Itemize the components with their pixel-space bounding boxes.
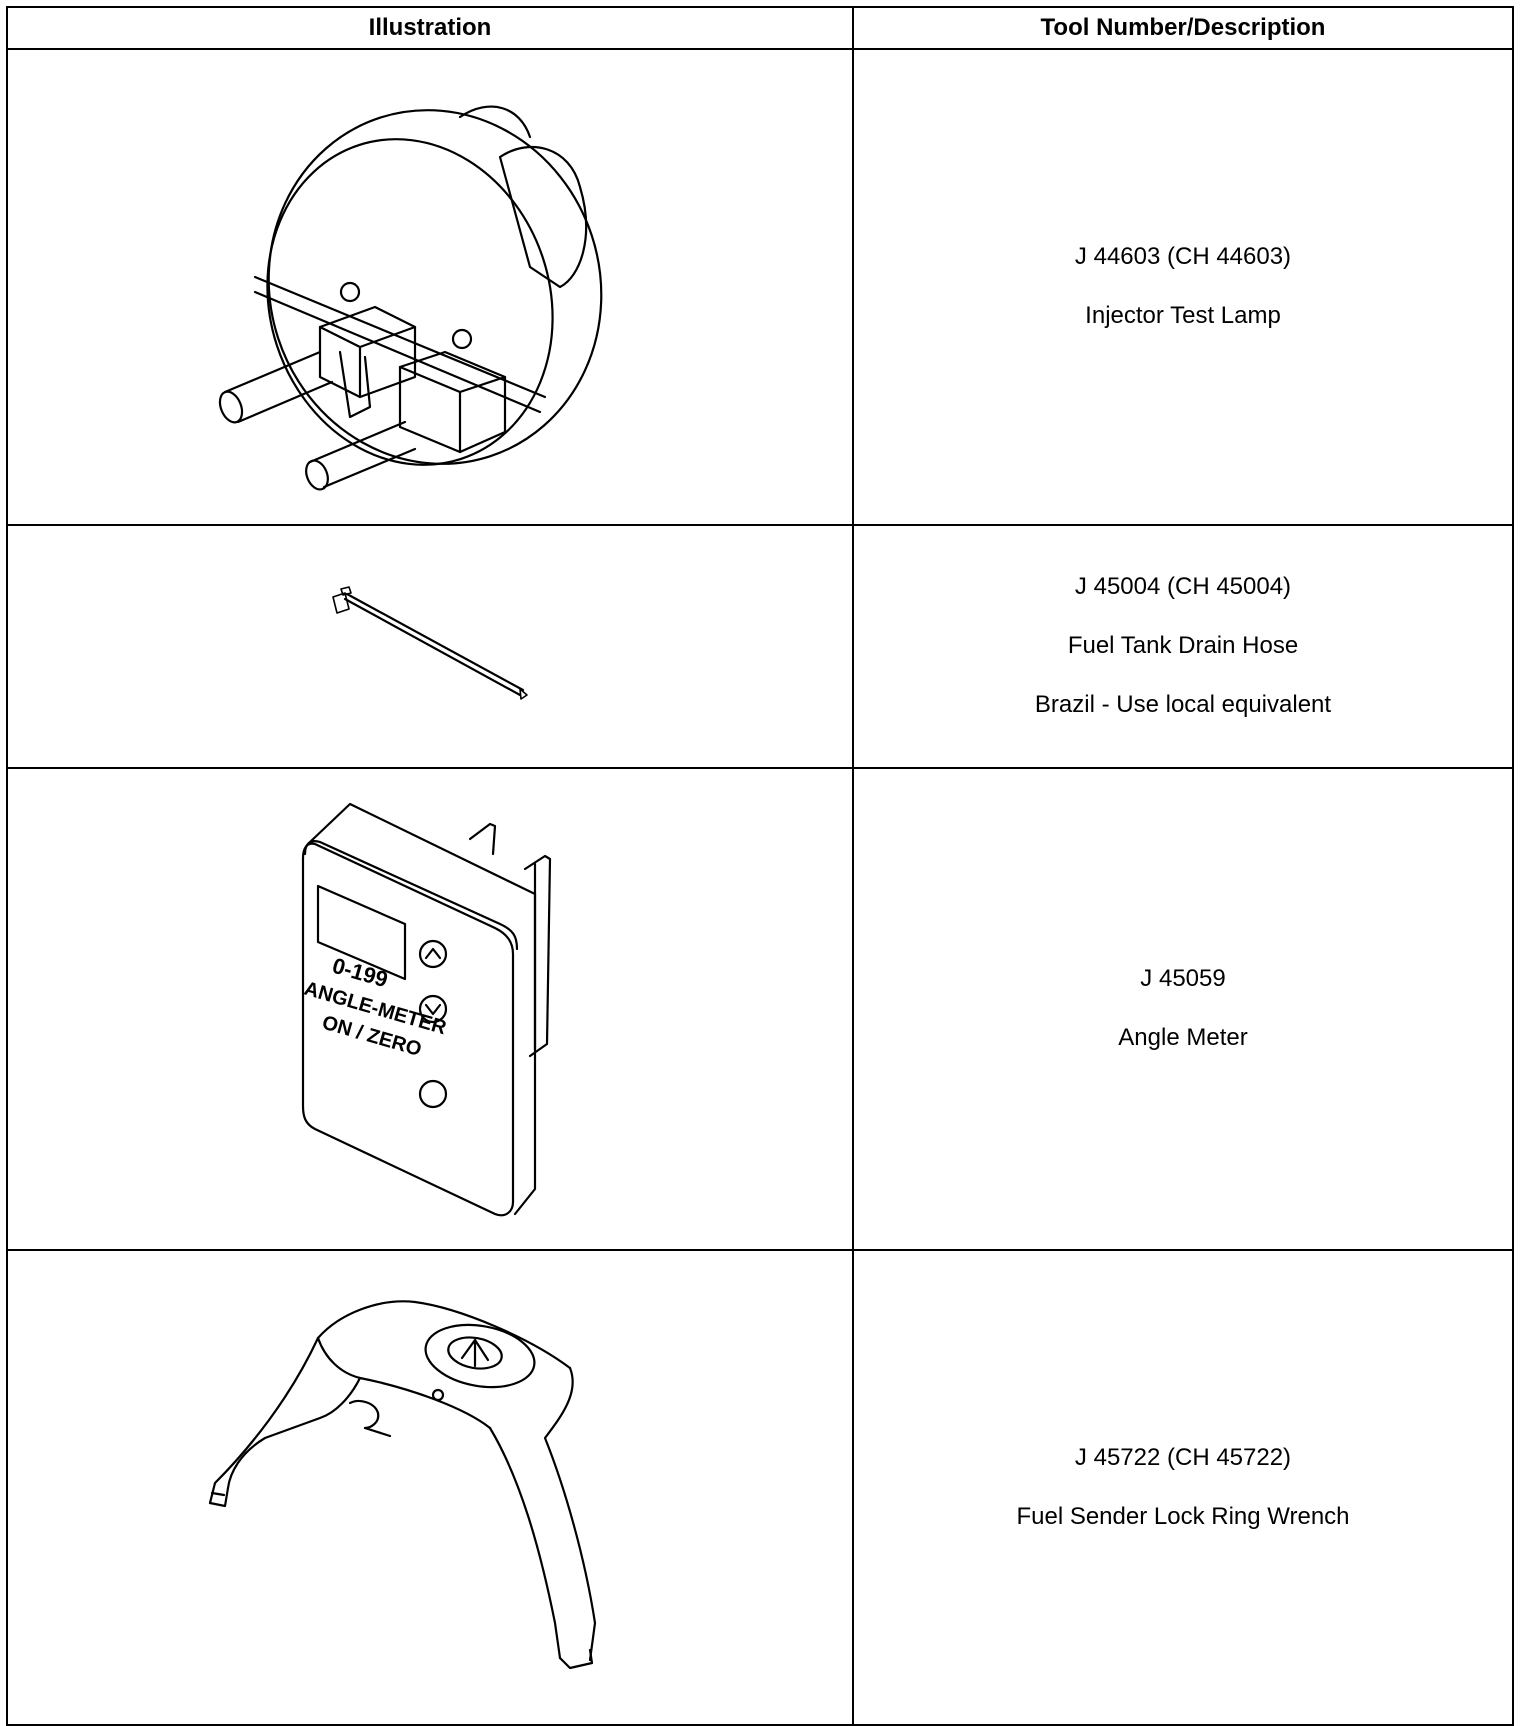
special-tools-table: Illustration Tool Number/Description [6,6,1514,1726]
tool-number: J 45722 (CH 45722) [1074,1443,1292,1471]
tool-note: Brazil - Use local equivalent [1034,690,1332,718]
tool-description-cell: J 45059 Angle Meter [852,767,1514,1251]
table-row: J 44603 (CH 44603) Injector Test Lamp [6,48,1514,526]
illustration-cell: 0-199 ANGLE-METER ON / ZERO [6,767,854,1251]
tool-number: J 45004 (CH 45004) [1074,573,1292,601]
table-row: J 45722 (CH 45722) Fuel Sender Lock Ring… [6,1249,1514,1726]
table-header-row: Illustration Tool Number/Description [6,6,1514,50]
tool-description: Fuel Tank Drain Hose [1067,632,1299,660]
header-illustration: Illustration [6,6,854,50]
tool-description-cell: J 45722 (CH 45722) Fuel Sender Lock Ring… [852,1249,1514,1726]
injector-test-lamp-illustration [218,105,603,491]
tool-description: Fuel Sender Lock Ring Wrench [1016,1502,1350,1530]
lock-ring-wrench-illustration [208,1299,597,1669]
tool-description-cell: J 45004 (CH 45004) Fuel Tank Drain Hose … [852,524,1514,769]
tool-description: Angle Meter [1118,1024,1248,1051]
table-row: 0-199 ANGLE-METER ON / ZERO J 45059 Angl… [6,767,1514,1251]
illustration-cell [6,48,854,526]
tool-description-cell: J 44603 (CH 44603) Injector Test Lamp [852,48,1514,526]
header-tool-number-description: Tool Number/Description [852,6,1514,50]
fuel-tank-drain-hose-illustration [332,585,528,700]
angle-meter-illustration: 0-199 ANGLE-METER ON / ZERO [302,802,552,1217]
table-row: J 45004 (CH 45004) Fuel Tank Drain Hose … [6,524,1514,769]
tool-description: Injector Test Lamp [1085,302,1281,329]
illustration-cell [6,1249,854,1726]
illustration-cell [6,524,854,769]
tool-number: J 44603 (CH 44603) [1074,243,1292,271]
tool-number: J 45059 [1140,965,1226,993]
tool-table-sheet: Illustration Tool Number/Description [6,6,1514,1726]
